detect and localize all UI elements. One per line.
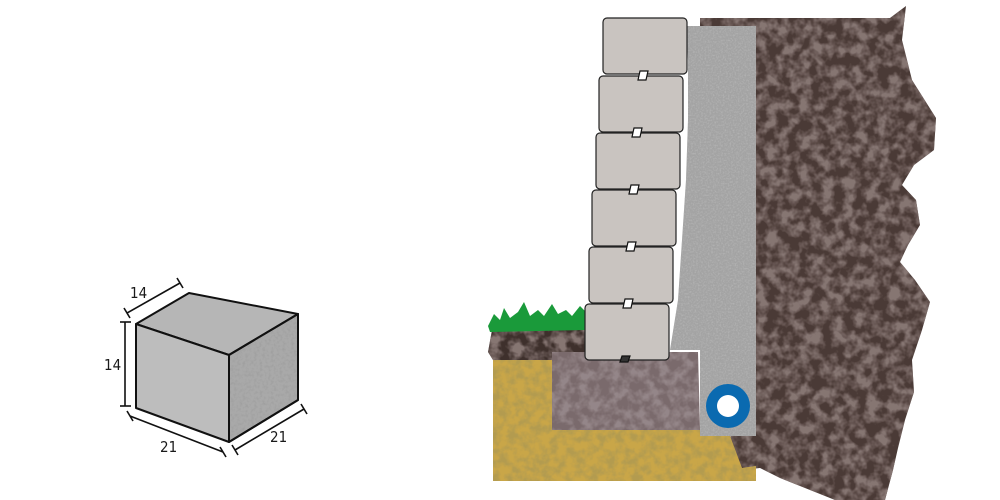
connector-pin bbox=[625, 241, 637, 252]
connector-pin bbox=[622, 298, 634, 309]
connector-pins bbox=[619, 70, 649, 363]
wall-block bbox=[595, 132, 681, 190]
grass bbox=[488, 302, 586, 332]
wall-block bbox=[588, 246, 674, 304]
dimension-label-side-length: 21 bbox=[270, 428, 287, 446]
block-stack bbox=[584, 17, 688, 363]
connector-pin bbox=[631, 127, 643, 138]
wall-block bbox=[598, 75, 684, 133]
dimension-side-length bbox=[231, 403, 308, 456]
connector-pin bbox=[628, 184, 640, 195]
connector-pin bbox=[619, 355, 631, 363]
dimension-front-width bbox=[126, 410, 227, 458]
drain-pipe bbox=[706, 384, 750, 428]
wall-cross-section bbox=[488, 6, 936, 500]
block-3d-illustration: 14 14 21 21 bbox=[104, 277, 308, 458]
wall-block bbox=[584, 303, 670, 361]
dimension-height bbox=[120, 321, 131, 407]
dimension-label-height: 14 bbox=[104, 356, 121, 374]
connector-pin bbox=[637, 70, 649, 81]
dimension-label-top-depth: 14 bbox=[130, 284, 147, 302]
dimension-label-front-width: 21 bbox=[160, 438, 177, 456]
dimension-top-depth bbox=[123, 277, 184, 319]
wall-block bbox=[591, 189, 677, 247]
wall-block bbox=[602, 17, 688, 75]
